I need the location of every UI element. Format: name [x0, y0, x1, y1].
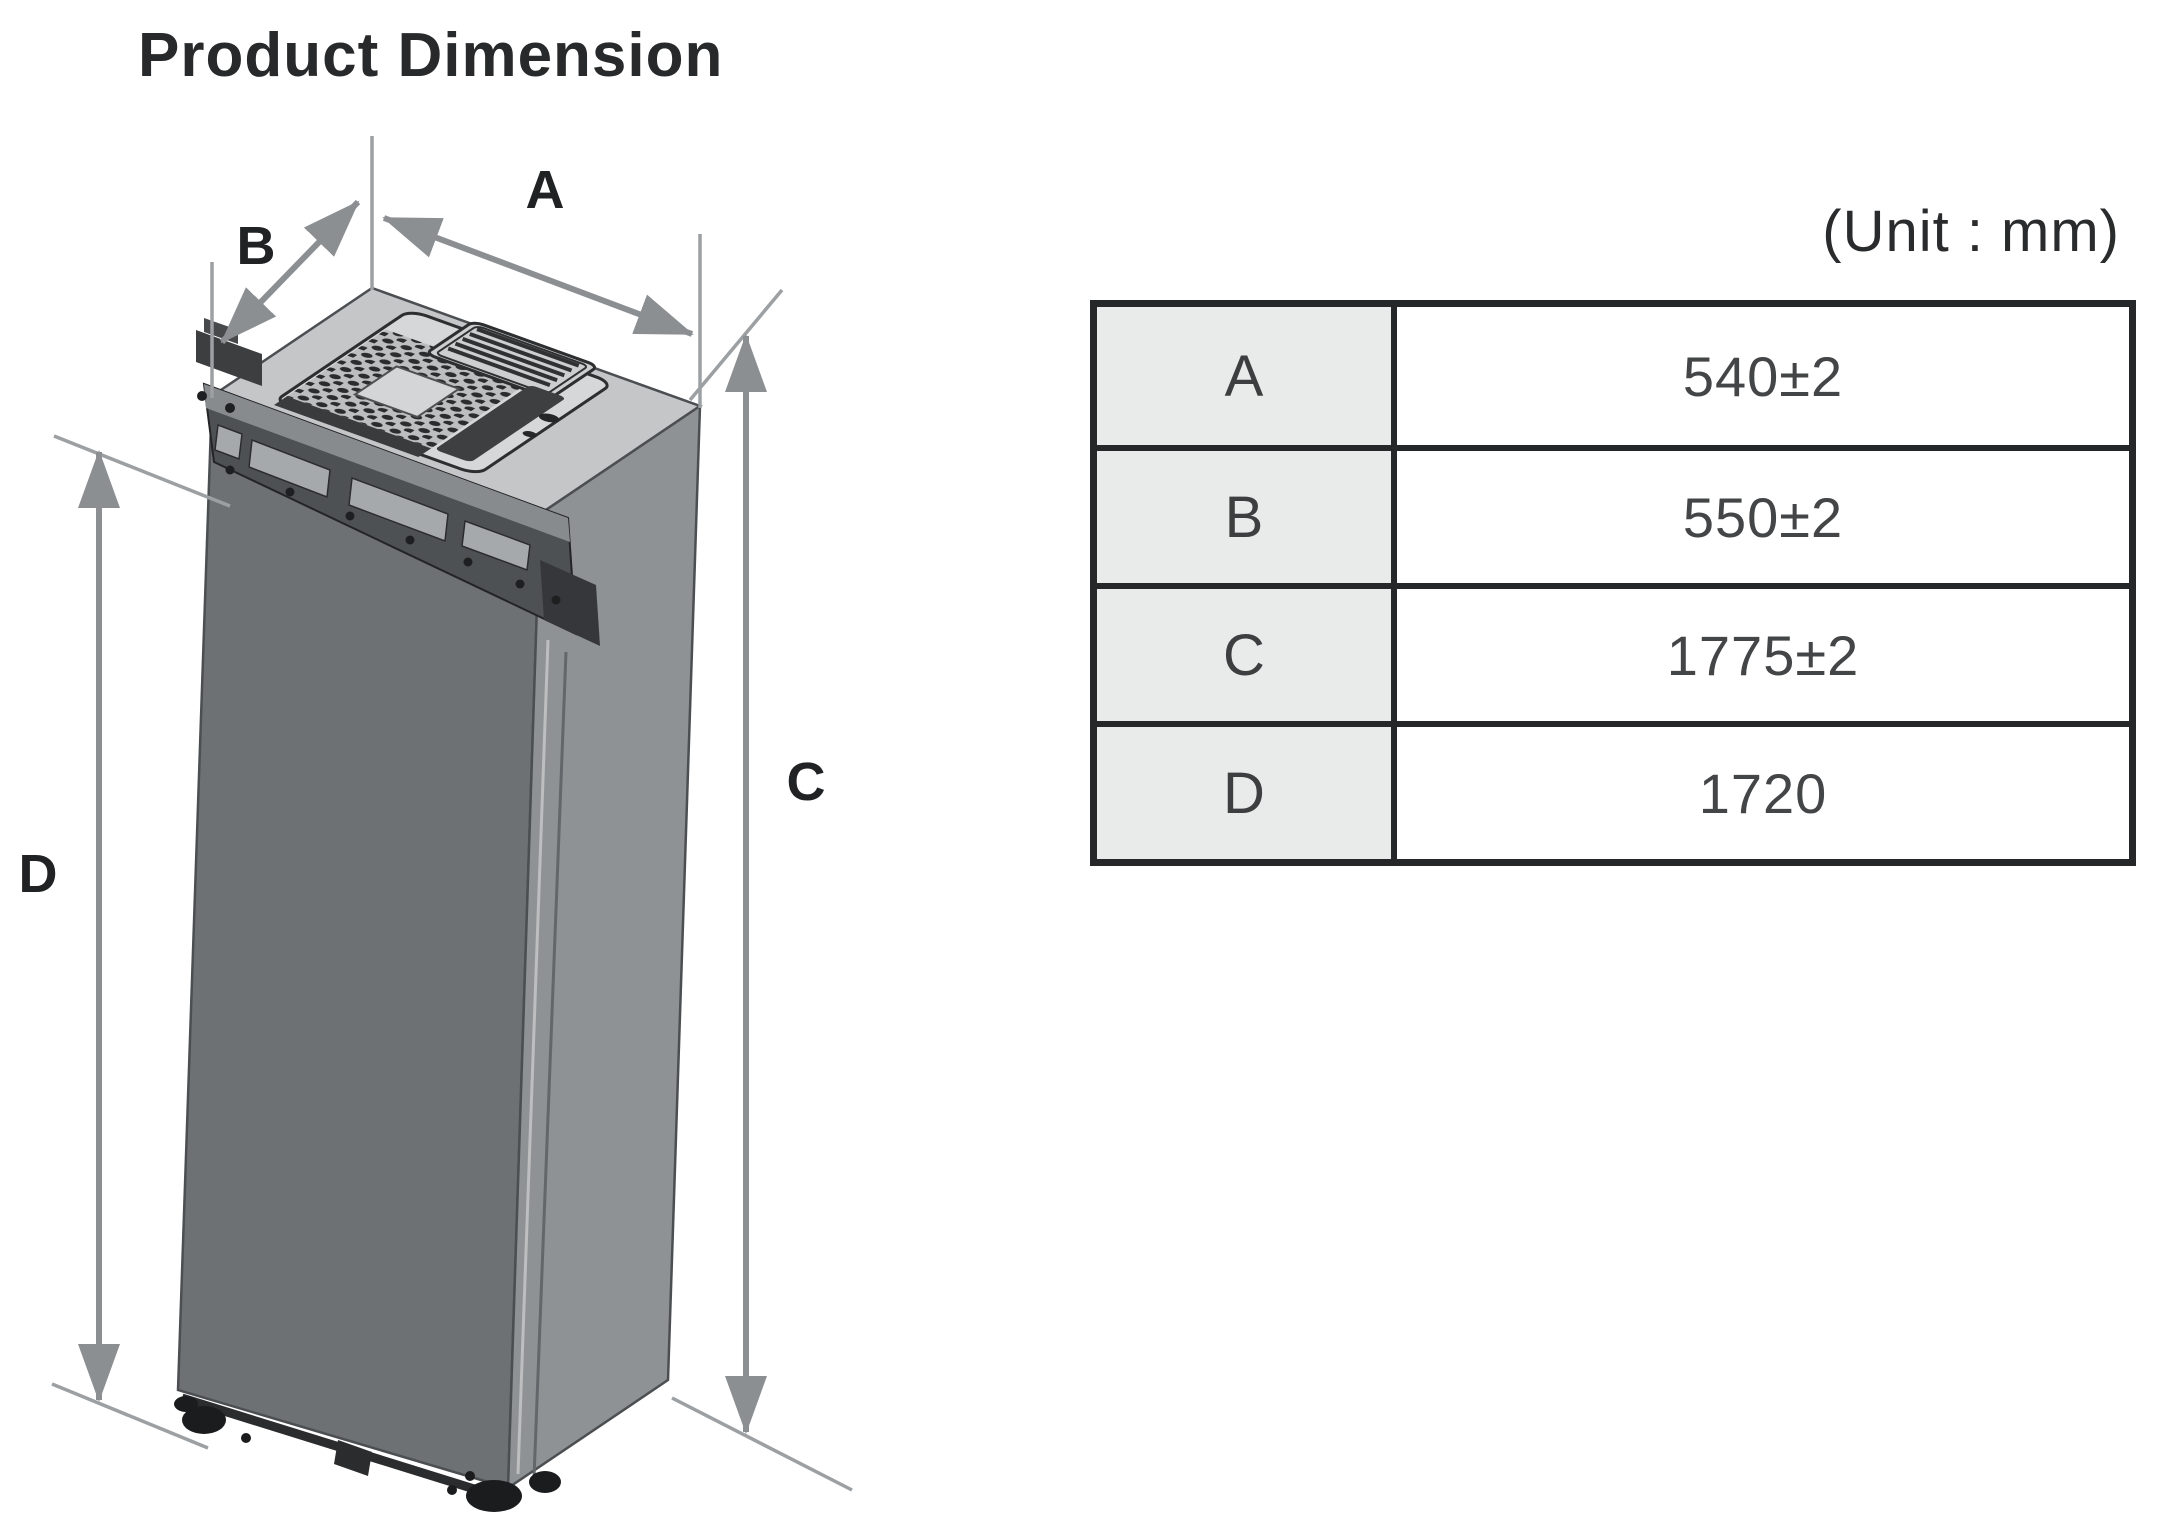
- dimension-lines: [78, 199, 767, 1434]
- ext-right-diagonal: [688, 288, 784, 402]
- dim-key-cell-b: B: [1097, 445, 1397, 583]
- dimension-line-b: [219, 199, 361, 345]
- foot: [182, 1406, 226, 1434]
- side-rail: [436, 386, 565, 462]
- top-compressor-unit: [271, 302, 626, 477]
- dim-key-cell-d: D: [1097, 721, 1397, 859]
- ext-d-top-diagonal: [53, 434, 231, 508]
- base-and-feet: [174, 1393, 561, 1512]
- dimension-line-a: [382, 215, 694, 337]
- foot: [529, 1471, 561, 1493]
- door-gap-highlight: [516, 639, 550, 1475]
- foot: [174, 1396, 198, 1412]
- dim-key-cell-c: C: [1097, 583, 1397, 721]
- dim-value-cell-d: 1720: [1397, 721, 2129, 859]
- dim-label-b: B: [236, 216, 276, 276]
- dimension-table: A 540±2 B 550±2 C 1775±2 D 1720: [1090, 300, 2136, 866]
- door-seam-line: [532, 651, 568, 1479]
- unit-note: (Unit : mm): [1822, 199, 2120, 264]
- dim-key-cell-a: A: [1097, 307, 1397, 445]
- foot: [466, 1480, 522, 1512]
- front-rail: [274, 396, 432, 457]
- dim-label-c: C: [786, 752, 826, 812]
- strip-bolts: [197, 391, 561, 605]
- cabinet-right-face: [506, 403, 702, 1491]
- product-isometric-drawing: [0, 0, 1000, 1512]
- strip-vents: [214, 423, 531, 572]
- pipe-fitting-small: [522, 431, 538, 438]
- vent-slats: [448, 329, 578, 385]
- ext-c-bottom-diagonal: [671, 1396, 853, 1492]
- base-notch: [334, 1440, 372, 1476]
- coil-center-window: [355, 366, 459, 417]
- dim-value-cell-b: 550±2: [1397, 445, 2129, 583]
- page-title: Product Dimension: [138, 21, 724, 90]
- dim-label-a: A: [525, 160, 565, 220]
- dim-label-d: D: [18, 844, 58, 904]
- dim-value-cell-a: 540±2: [1397, 307, 2129, 445]
- vent-box-frame: [435, 326, 588, 394]
- pipe-fitting: [538, 413, 560, 423]
- dim-value-cell-c: 1775±2: [1397, 583, 2129, 721]
- strip-right-bracket: [540, 560, 600, 646]
